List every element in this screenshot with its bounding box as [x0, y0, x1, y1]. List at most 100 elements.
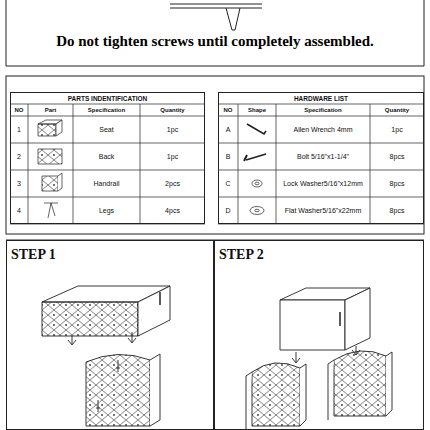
- warning-note-text: Do not tighten screws until completely a…: [56, 33, 374, 50]
- table-cell: 8pcs: [370, 143, 424, 170]
- bolt-head: [244, 155, 247, 161]
- table-cell: A: [218, 116, 238, 143]
- column-header-text: Quantity: [160, 107, 184, 113]
- table-rule: [28, 104, 29, 224]
- table-cell: 8pcs: [370, 170, 424, 197]
- sofa-bottom: [170, 4, 262, 8]
- step-panel: STEP 1: [6, 240, 214, 430]
- box-heading: HARDWARE LIST: [219, 93, 423, 102]
- box-heading: STEP 1: [7, 241, 213, 263]
- table-cell-text: 8pcs: [390, 153, 405, 160]
- column-header: Part: [28, 104, 73, 116]
- table-cell-text: A: [226, 126, 231, 133]
- column-header: Specification: [276, 104, 370, 116]
- table-cell: 4pcs: [140, 197, 205, 224]
- seat-icon: [38, 120, 62, 136]
- box-heading: STEP 2: [215, 241, 423, 263]
- panel-frame: [6, 0, 424, 66]
- table-rule: [10, 116, 205, 117]
- column-header: Specification: [73, 104, 140, 116]
- table-rule: [10, 143, 205, 144]
- step1-illustration: [42, 286, 170, 426]
- table-rule: [218, 104, 424, 105]
- allen-wrench-icon: [247, 124, 266, 134]
- table-rule: [140, 104, 141, 224]
- table-cell: Allen Wrench 4mm: [276, 116, 370, 143]
- box-heading: PARTS INDENTIFICATION: [11, 93, 204, 102]
- table-cell-text: B: [226, 153, 231, 160]
- column-header: NO: [10, 104, 28, 116]
- table-cell-text: Allen Wrench 4mm: [293, 126, 352, 133]
- table-cell-text: Bolt 5/16"x1-1/4": [297, 153, 349, 160]
- table-cell-text: Legs: [99, 207, 114, 214]
- table-cell: Lock Washer5/16"x12mm: [276, 170, 370, 197]
- table-cell: Legs: [73, 197, 140, 224]
- table-cell: 1pc: [140, 116, 205, 143]
- table-cell-text: 4: [17, 207, 21, 214]
- table-cell: B: [218, 143, 238, 170]
- table-cell: 3: [10, 170, 28, 197]
- column-header-text: Specification: [304, 107, 341, 113]
- table-cell-text: 2: [17, 153, 21, 160]
- table-cell: 1pc: [370, 116, 424, 143]
- table-cell: Seat: [73, 116, 140, 143]
- table-cell-text: Flat Washer5/16"x22mm: [285, 207, 362, 214]
- table-cell: 1pc: [140, 143, 205, 170]
- sofa-leg: [226, 8, 240, 30]
- table-cell: Back: [73, 143, 140, 170]
- table-cell-text: 1pc: [167, 153, 178, 160]
- table-rule: [218, 116, 424, 117]
- table-cell-text: Lock Washer5/16"x12mm: [283, 180, 363, 187]
- table-rule: [238, 104, 239, 224]
- table-rule: [10, 170, 205, 171]
- column-header-text: Quantity: [385, 107, 409, 113]
- table-cell: 2: [10, 143, 28, 170]
- lock-washer-icon: [252, 180, 262, 187]
- column-header: NO: [218, 104, 238, 116]
- table-cell-text: 1pc: [167, 126, 178, 133]
- table-rule: [218, 170, 424, 171]
- table-rule: [370, 104, 371, 224]
- table-rule: [10, 104, 205, 105]
- leg-icon: [44, 203, 58, 218]
- step-panel: STEP 2: [214, 240, 424, 430]
- table-cell-text: 1pc: [391, 126, 402, 133]
- handrail-icon: [42, 173, 62, 191]
- table-cell-text: 3: [17, 180, 21, 187]
- column-header-text: Part: [45, 107, 57, 113]
- table-cell: 1: [10, 116, 28, 143]
- column-header-text: NO: [224, 107, 233, 113]
- table-rule: [73, 104, 74, 224]
- table-cell: 8pcs: [370, 197, 424, 224]
- flat-washer-icon: [250, 207, 264, 215]
- warning-note: Do not tighten screws until completely a…: [6, 28, 424, 54]
- table-cell: D: [218, 197, 238, 224]
- panel-frame: [6, 76, 424, 234]
- table-rule: [276, 104, 277, 224]
- table-cell-text: 2pcs: [165, 180, 180, 187]
- bolt-icon: [246, 154, 266, 160]
- table-cell: Handrail: [73, 170, 140, 197]
- step2-illustration: [246, 288, 392, 430]
- column-header-text: Shape: [248, 107, 266, 113]
- table-cell-text: Back: [99, 153, 115, 160]
- column-header-text: Specification: [88, 107, 125, 113]
- table-cell: 4: [10, 197, 28, 224]
- panel-frame: [6, 240, 424, 430]
- column-header: Quantity: [370, 104, 424, 116]
- table-cell-text: 4pcs: [165, 207, 180, 214]
- table-cell-text: Seat: [99, 126, 113, 133]
- table-cell-text: D: [225, 207, 230, 214]
- table-cell: 2pcs: [140, 170, 205, 197]
- table-cell: C: [218, 170, 238, 197]
- table-cell-text: C: [225, 180, 230, 187]
- table-cell-text: 8pcs: [390, 180, 405, 187]
- table-rule: [218, 197, 424, 198]
- table-cell: Flat Washer5/16"x22mm: [276, 197, 370, 224]
- back-icon: [38, 149, 62, 164]
- table-cell-text: 1: [17, 126, 21, 133]
- table-cell-text: 8pcs: [390, 207, 405, 214]
- table-rule: [218, 143, 424, 144]
- table-rule: [10, 197, 205, 198]
